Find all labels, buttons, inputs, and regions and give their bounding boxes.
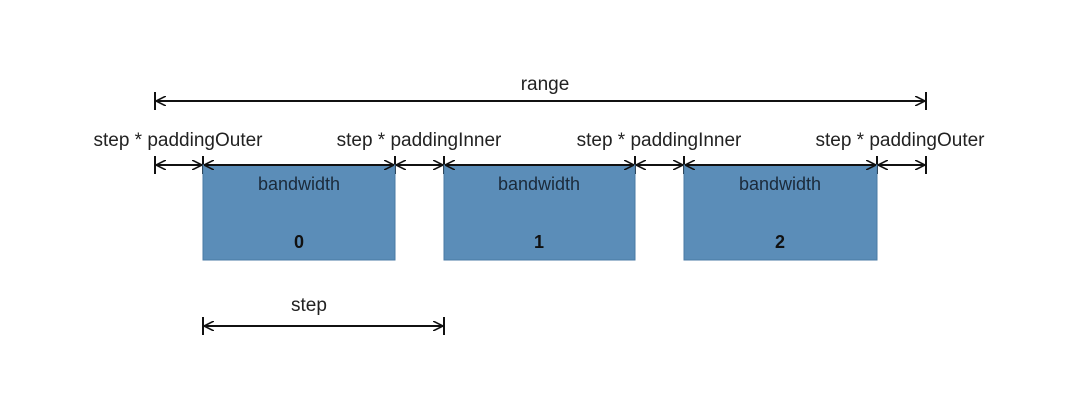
- band-rect-0: [202, 164, 396, 261]
- range-label: range: [521, 74, 570, 95]
- padding-outer-right-label: step * paddingOuter: [815, 130, 985, 151]
- bandwidth-label-2: bandwidth: [739, 174, 821, 194]
- band-rect-1: [443, 164, 636, 261]
- padding-inner-1-label: step * paddingInner: [337, 130, 502, 151]
- band-index-label-1: 1: [534, 232, 544, 252]
- band-index-label-2: 2: [775, 232, 785, 252]
- bandwidth-label-0: bandwidth: [258, 174, 340, 194]
- bandwidth-label-1: bandwidth: [498, 174, 580, 194]
- band-index-label-0: 0: [294, 232, 304, 252]
- step-dimension: step: [202, 295, 445, 335]
- padding-labels: step * paddingOuter step * paddingInner …: [93, 130, 985, 151]
- step-label: step: [291, 295, 327, 316]
- padding-outer-left-label: step * paddingOuter: [93, 130, 263, 151]
- band-1: bandwidth 1: [443, 164, 636, 261]
- band-rect-2: [683, 164, 878, 261]
- band-2: bandwidth 2: [683, 164, 878, 261]
- range-dimension: range: [154, 74, 927, 110]
- padding-inner-2-label: step * paddingInner: [577, 130, 742, 151]
- band-0: bandwidth 0: [202, 164, 396, 261]
